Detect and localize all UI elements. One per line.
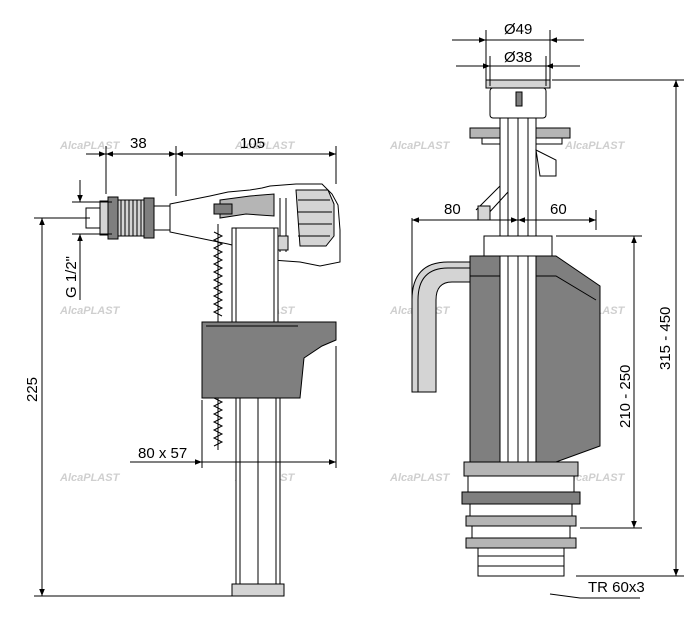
watermark-text: AlcaPLAST [59,305,121,317]
thread-ring-1 [469,503,573,517]
left-dimensions: 38 105 G 1/2" 225 80 x 57 [24,135,337,597]
column-through-body-lines [507,256,529,466]
float-body-rim [470,275,597,301]
button-rim [485,79,551,89]
valve-foot [231,583,285,597]
h210-ext [556,235,642,529]
bell-top [483,235,553,257]
release-clip [477,205,491,221]
tr-label: TR 60x3 [588,579,645,596]
valve-lever-ribs [298,199,332,237]
overflow-cap [535,149,557,177]
valve-cap-nut [213,203,233,215]
valve-cap-inner [219,193,275,219]
w60-label: 60 [550,201,567,218]
thread-ring-2 [465,515,577,527]
thread-ring-4 [465,537,577,549]
lower-tube-lines [239,398,277,596]
watermark-text: AlcaPLAST [564,472,626,484]
inlet-thread [117,199,145,237]
box-dim-label: 80 x 57 [138,445,187,462]
h210-label: 210 - 250 [617,365,634,428]
right-dimensions: Ø49 Ø38 80 60 210 - 250 315 - 450 TR 60x… [411,21,684,599]
h315-ext [552,79,684,577]
inlet-flange [107,196,119,240]
dim-38-label: 38 [130,135,147,152]
thread-label: G 1/2" [63,256,80,298]
float-box [201,321,337,399]
spring-upper [212,231,224,317]
valve-lever-housing [295,189,335,247]
inlet-body [153,205,171,231]
inlet-nut [143,197,155,239]
watermark-text: AlcaPLAST [389,140,451,152]
spring-lower [212,389,224,447]
diameter-ext [485,30,551,86]
h315-label: 315 - 450 [657,307,674,370]
inlet-washer [99,200,109,236]
dim-105-label: 105 [240,135,265,152]
outlet-pipe-thread [478,555,564,567]
upper-tube [231,227,279,325]
outlet-pipe [477,547,565,577]
flush-valve-drawing [411,79,601,577]
dim-225-label: 225 [24,377,41,402]
watermark-text: AlcaPLAST [564,140,626,152]
fill-valve-drawing [85,183,341,597]
d38-label: Ø38 [504,49,532,66]
tr-leader [549,593,640,599]
seal-housing [467,475,575,493]
button-core [515,91,523,107]
thread-ring-3 [471,525,571,539]
base-ring [463,461,579,477]
watermark-text: AlcaPLAST [389,472,451,484]
watermark-text: AlcaPLAST [59,472,121,484]
upper-tube-inner [235,228,275,324]
watermark-text: AlcaPLAST [59,140,121,152]
d49-label: Ø49 [504,21,532,38]
box-dim-ext [201,346,337,468]
w80-label: 80 [444,201,461,218]
seal-ring [461,491,581,505]
discharge-pipe-inner [417,267,484,392]
watermark-text: AlcaPLAST [234,140,296,152]
